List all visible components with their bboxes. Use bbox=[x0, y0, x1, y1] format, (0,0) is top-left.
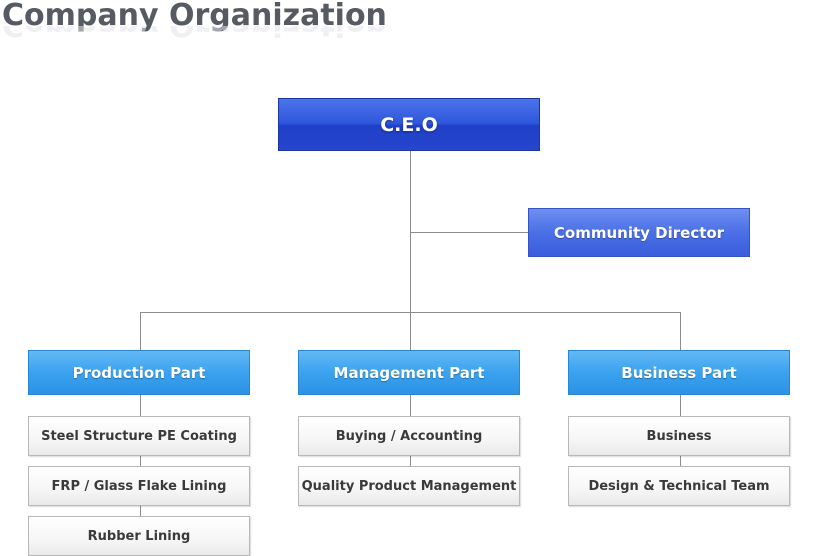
page-title: Company Organization bbox=[2, 0, 387, 33]
production-part-box: Production Part bbox=[28, 350, 250, 395]
team-buying-accounting: Buying / Accounting bbox=[298, 416, 520, 456]
team-business: Business bbox=[568, 416, 790, 456]
management-part-box: Management Part bbox=[298, 350, 520, 395]
connector-production-teams bbox=[140, 395, 141, 517]
team-quality-product-management: Quality Product Management bbox=[298, 466, 520, 506]
connector-production bbox=[140, 312, 141, 350]
ceo-box: C.E.O bbox=[278, 98, 540, 151]
team-design-technical: Design & Technical Team bbox=[568, 466, 790, 506]
connector-business bbox=[680, 312, 681, 350]
team-frp-glass-flake-lining: FRP / Glass Flake Lining bbox=[28, 466, 250, 506]
business-part-box: Business Part bbox=[568, 350, 790, 395]
connector-ceo-trunk bbox=[410, 151, 411, 350]
community-director-box: Community Director bbox=[528, 208, 750, 257]
connector-parts-horizontal bbox=[140, 312, 681, 313]
team-rubber-lining: Rubber Lining bbox=[28, 516, 250, 556]
page-title-reflection: Company Organization bbox=[2, 26, 387, 42]
connector-director bbox=[410, 232, 528, 233]
team-steel-structure-pe-coating: Steel Structure PE Coating bbox=[28, 416, 250, 456]
